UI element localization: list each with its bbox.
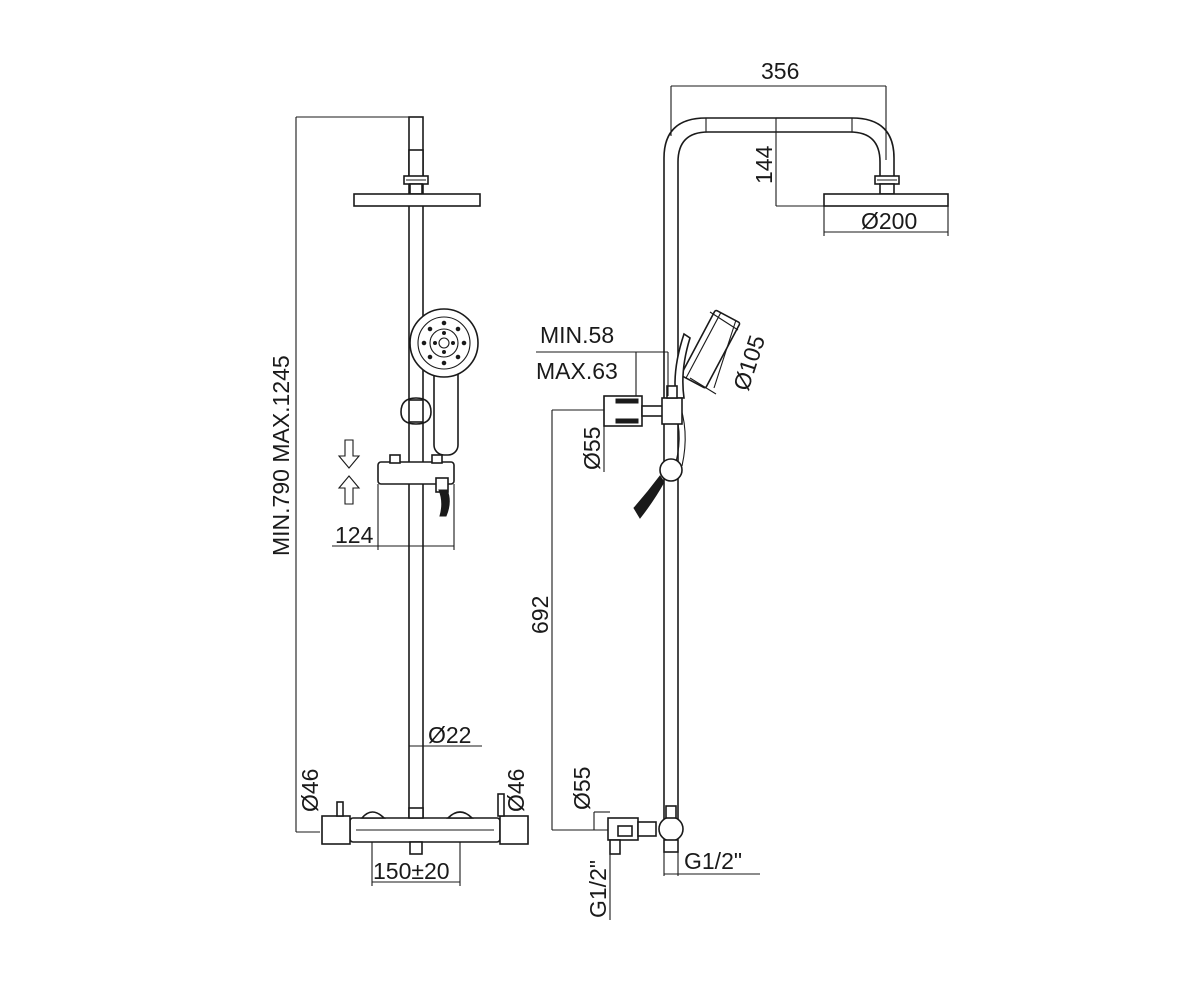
arm-height-dimension <box>775 117 824 207</box>
thermostatic-mixer-front <box>321 793 529 855</box>
slider-travel-label: 124 <box>335 522 374 548</box>
valve-diameter-dimension <box>593 811 610 830</box>
overhead-shower-front <box>353 149 481 207</box>
inlet-spacing-dimension <box>371 842 461 886</box>
bracket-offset-dimension <box>536 351 669 396</box>
wall-bracket-side <box>603 385 683 427</box>
riser-and-arm-side <box>663 117 895 836</box>
bracket-height-label: 692 <box>527 596 553 634</box>
wall-right-diameter-label: Ø46 <box>503 769 529 812</box>
hand-shower-front <box>409 308 479 456</box>
slider-arrows <box>337 439 361 505</box>
nozzle-pattern <box>421 320 467 366</box>
inlet-spacing-label: 150±20 <box>373 858 450 884</box>
thread-right-label: G1/2" <box>684 848 742 874</box>
mixer-valve-side <box>607 805 684 855</box>
side-view: 356 144 Ø200 Ø105 MIN.58 MAX.63 Ø55 692 … <box>527 58 949 920</box>
height-dimension-line <box>295 116 410 833</box>
wall-diameter-dimensions <box>321 816 529 844</box>
bracket-diameter-label: Ø55 <box>579 427 605 470</box>
front-view: MIN.790 MAX.1245 124 Ø22 Ø46 Ø46 150±20 <box>268 116 529 886</box>
arm-height-label: 144 <box>751 145 777 184</box>
handshower-diameter-label: Ø105 <box>728 332 770 394</box>
slider-travel-dimension <box>332 484 455 550</box>
arrow-up-icon <box>337 475 361 505</box>
bar-diameter-label: Ø22 <box>428 722 471 748</box>
wall-left-diameter-label: Ø46 <box>297 769 323 812</box>
valve-diameter-label: Ø55 <box>569 767 595 810</box>
thread-left-label: G1/2" <box>585 860 611 918</box>
handshower-diameter-dimension <box>689 311 739 395</box>
slider-side <box>633 458 683 519</box>
bracket-height-dimension <box>551 409 610 831</box>
height-range-label: MIN.790 MAX.1245 <box>268 355 294 556</box>
overhead-shower-side <box>823 175 949 207</box>
slider-front <box>377 454 455 517</box>
hand-shower-holder-front <box>400 397 432 425</box>
head-diameter-dimension <box>823 206 949 236</box>
bracket-max-label: MAX.63 <box>536 358 618 384</box>
arm-projection-dimension <box>670 85 887 160</box>
thread-dimensions <box>609 852 760 920</box>
arrow-down-icon <box>337 439 361 469</box>
bracket-min-label: MIN.58 <box>540 322 614 348</box>
arm-projection-label: 356 <box>761 58 799 84</box>
head-diameter-label: Ø200 <box>861 208 917 234</box>
